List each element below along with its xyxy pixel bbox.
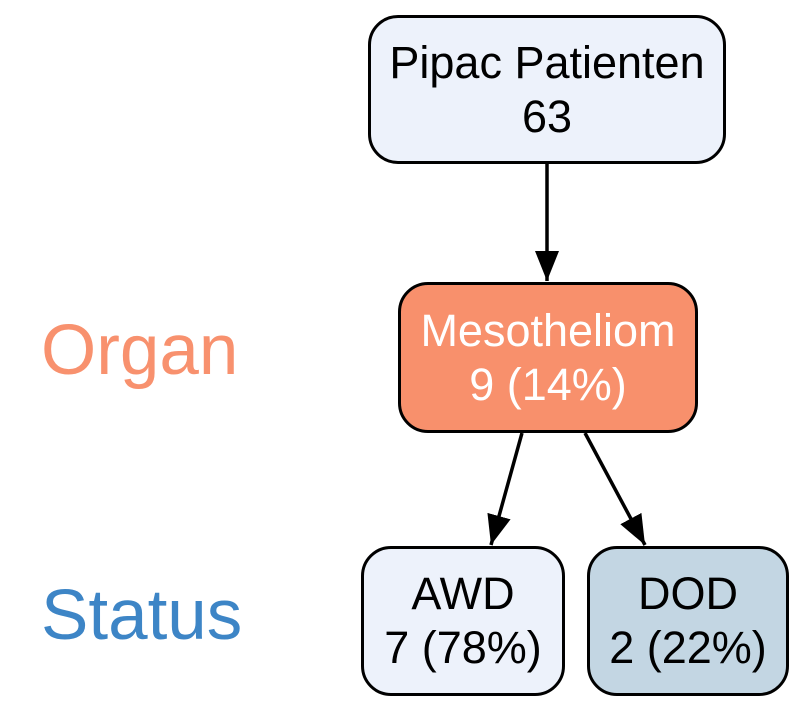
node-dod: DOD 2 (22%) bbox=[587, 546, 789, 696]
node-awd: AWD 7 (78%) bbox=[361, 546, 565, 696]
edge-mesotheliom-to-awd bbox=[487, 432, 524, 546]
edge-mesotheliom-to-dod bbox=[583, 432, 647, 546]
node-pipac-patienten-title: Pipac Patienten bbox=[389, 36, 705, 88]
node-mesotheliom: Mesotheliom 9 (14%) bbox=[398, 282, 698, 433]
node-pipac-patienten-count: 63 bbox=[521, 90, 573, 142]
row-label-organ: Organ bbox=[41, 311, 239, 390]
node-dod-count: 2 (22%) bbox=[609, 622, 767, 673]
node-dod-title: DOD bbox=[638, 568, 738, 619]
row-label-status: Status bbox=[41, 576, 243, 655]
node-awd-count: 7 (78%) bbox=[384, 622, 542, 673]
node-mesotheliom-count: 9 (14%) bbox=[469, 358, 627, 410]
node-pipac-patienten: Pipac Patienten 63 bbox=[368, 15, 726, 164]
node-mesotheliom-title: Mesotheliom bbox=[420, 304, 676, 356]
node-awd-title: AWD bbox=[411, 568, 515, 619]
